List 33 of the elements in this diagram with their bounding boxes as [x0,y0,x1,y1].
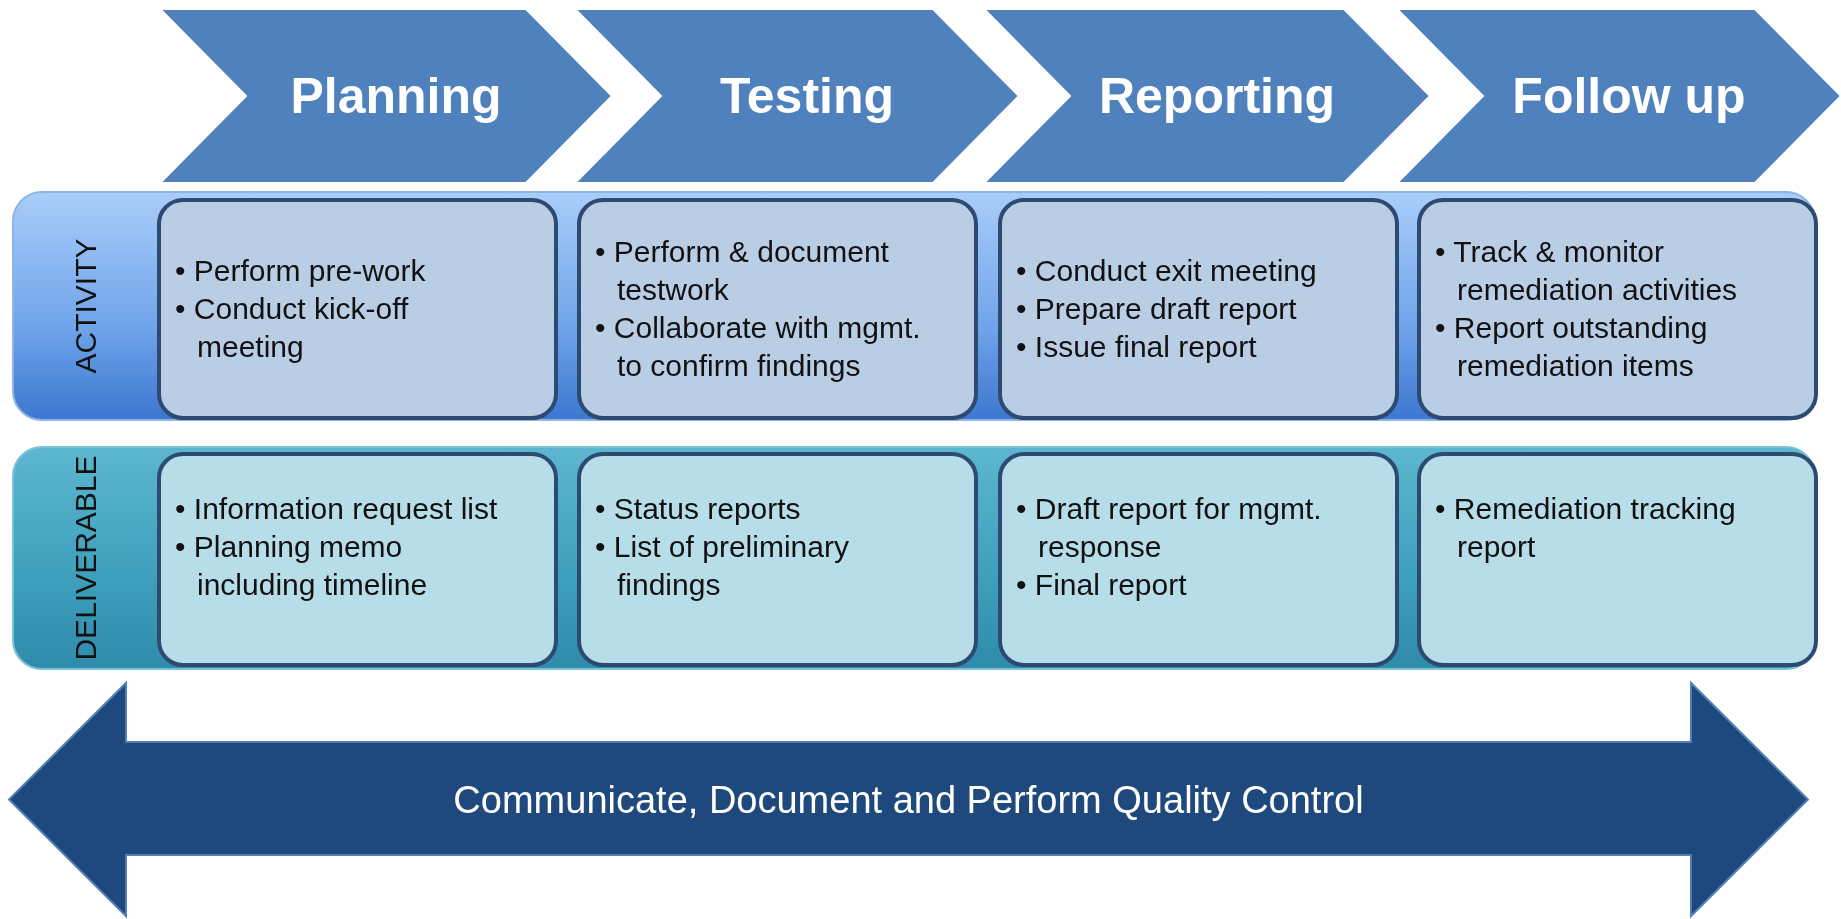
arrow-label: Communicate, Document and Perform Quality Control [453,778,1364,821]
bullet-item: • Final report [1016,567,1188,603]
swimlane-band [12,191,1816,421]
bullet-item: • Remediation tracking report [1435,491,1737,565]
bullet-item: • Draft report for mgmt. response [1016,491,1323,565]
stage-title: Testing [719,67,895,125]
swimlane-band [12,446,1816,670]
bullet-item: • Track & monitor remediation activities [1435,234,1739,308]
stage-title: Follow up [1512,67,1746,125]
bullet-item: • Perform pre-work [175,253,427,289]
content-box [998,198,1399,420]
bullet-item: • Planning memo including timeline [175,529,429,603]
content-box [998,452,1399,667]
lane-label: ACTIVITY [69,238,103,374]
bullet-item: • Conduct kick-off meeting [175,291,410,365]
bullet-item: • Report outstanding remediation items [1435,310,1709,384]
bullet-item: • List of preliminary findings [595,529,850,603]
stage-title: Planning [290,67,502,125]
stage-title: Reporting [1098,67,1336,125]
content-box [1417,198,1818,420]
bullet-item: • Collaborate with mgmt. to confirm findings [595,310,922,384]
bullet-item: • Status reports [595,491,802,527]
content-box [157,198,558,420]
content-box [577,452,978,667]
lane-label: DELIVERABLE [69,455,103,661]
content-box [1417,452,1818,667]
bullet-item: • Information request list [175,491,499,527]
bullet-item: • Prepare draft report [1016,291,1298,327]
content-box [577,198,978,420]
bullet-item: • Issue final report [1016,329,1258,365]
bullet-item: • Conduct exit meeting [1016,253,1318,289]
bullet-item: • Perform & document testwork [595,234,890,308]
content-box [157,452,558,667]
